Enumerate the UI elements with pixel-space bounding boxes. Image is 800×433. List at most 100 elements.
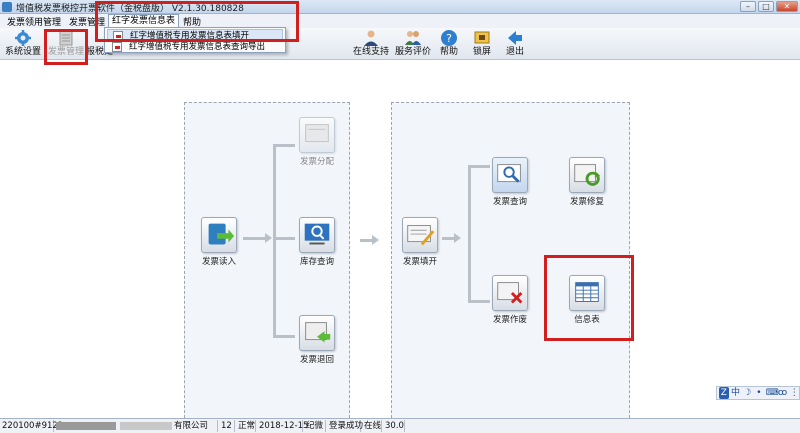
invoice-repair-icon bbox=[569, 157, 605, 193]
close-button[interactable]: ✕ bbox=[776, 1, 798, 12]
maximize-button[interactable]: □ bbox=[758, 1, 774, 12]
invoice-manage-button[interactable]: 发票管理 bbox=[47, 29, 85, 59]
node-inventory-query-label: 库存查询 bbox=[299, 257, 334, 267]
connector bbox=[273, 335, 295, 338]
help-icon: ? bbox=[441, 30, 457, 46]
help-label: 帮助 bbox=[439, 47, 458, 57]
invoice-void-icon bbox=[492, 275, 528, 311]
ime-mode-chinese[interactable]: 中 bbox=[731, 388, 741, 398]
dropdown-item-query-label: 红字增值税专用发票信息表查询导出 bbox=[129, 42, 266, 52]
connector bbox=[273, 237, 295, 240]
invoice-return-icon bbox=[299, 315, 335, 351]
ime-punct-icon[interactable]: • bbox=[756, 388, 762, 398]
invoice-fill-icon bbox=[402, 217, 438, 253]
ime-toolbar: Z 中 ☽ • ⌨ ꝏ ⋮ bbox=[716, 386, 800, 400]
node-inventory-query[interactable]: 库存查询 bbox=[293, 217, 341, 267]
node-invoice-query[interactable]: 发票查询 bbox=[486, 157, 534, 207]
service-rating-button[interactable]: 服务评价 bbox=[394, 29, 432, 59]
status-redacted bbox=[120, 422, 172, 430]
service-rating-label: 服务评价 bbox=[394, 47, 431, 57]
node-invoice-distribute-label: 发票分配 bbox=[299, 157, 334, 167]
status-tax-code: 220100#9122 bbox=[2, 420, 64, 432]
node-invoice-fill-label: 发票填开 bbox=[402, 257, 437, 267]
node-invoice-read[interactable]: 发票读入 bbox=[195, 217, 243, 267]
status-company-name: 有限公司 bbox=[172, 420, 218, 432]
app-logo-icon bbox=[2, 2, 12, 12]
online-support-label: 在线支持 bbox=[352, 47, 389, 57]
title-bar: 增值税发票税控开票软件（金税盘版） V2.1.30.180828 – □ ✕ bbox=[0, 0, 800, 14]
ime-logo-icon[interactable]: Z bbox=[719, 387, 729, 399]
connector bbox=[360, 239, 374, 242]
status-state: 正常 bbox=[238, 420, 256, 432]
exit-button[interactable]: 退出 bbox=[504, 29, 526, 59]
help-button[interactable]: ? 帮助 bbox=[438, 29, 460, 59]
people-rating-icon bbox=[405, 31, 421, 45]
ime-keyboard-icon[interactable]: ⌨ bbox=[765, 388, 779, 398]
connector bbox=[468, 165, 471, 303]
dropdown-item-fill-label: 红字增值税专用发票信息表填开 bbox=[130, 31, 250, 41]
connector bbox=[273, 144, 276, 338]
status-bar: 220100#9122 有限公司 12 正常 2018-12-15 纪微 登录成… bbox=[0, 418, 800, 433]
lock-screen-button[interactable]: 锁屏 bbox=[471, 29, 493, 59]
status-online: 在线 bbox=[364, 420, 382, 432]
connector-arrow bbox=[372, 235, 379, 245]
node-invoice-distribute[interactable]: 发票分配 bbox=[293, 117, 341, 167]
form-icon bbox=[112, 42, 122, 52]
status-user: 纪微 bbox=[304, 420, 326, 432]
node-invoice-return[interactable]: 发票退回 bbox=[293, 315, 341, 365]
connector bbox=[442, 237, 456, 240]
status-login: 登录成功 bbox=[329, 420, 364, 432]
online-support-button[interactable]: 在线支持 bbox=[352, 29, 390, 59]
connector bbox=[468, 165, 490, 168]
window-title: 增值税发票税控开票软件（金税盘版） V2.1.30.180828 bbox=[16, 4, 244, 14]
red-invoice-dropdown: 红字增值税专用发票信息表填开 红字增值税专用发票信息表查询导出 bbox=[104, 27, 286, 53]
lock-icon bbox=[474, 31, 490, 44]
exit-arrow-icon bbox=[508, 31, 522, 45]
menu-bar: 发票领用管理 发票管理 红字发票信息表 帮助 bbox=[0, 14, 800, 28]
gear-icon bbox=[15, 30, 31, 46]
node-invoice-repair[interactable]: 发票修复 bbox=[563, 157, 611, 207]
menu-help[interactable]: 帮助 bbox=[183, 18, 202, 28]
menu-red-invoice-info[interactable]: 红字发票信息表 bbox=[108, 14, 180, 28]
panel-invoice-issue: 发票填开 发票查询 发票作废 发票修复 bbox=[391, 102, 630, 428]
ime-menu-icon[interactable]: ⋮ bbox=[789, 388, 799, 398]
node-invoice-repair-label: 发票修复 bbox=[569, 197, 604, 207]
lock-screen-label: 锁屏 bbox=[472, 47, 491, 57]
invoice-distribute-icon bbox=[299, 117, 335, 153]
svg-text:?: ? bbox=[446, 32, 452, 45]
connector-arrow bbox=[454, 233, 461, 243]
menu-invoice-manage[interactable]: 发票管理 bbox=[69, 18, 106, 28]
invoice-search-icon bbox=[492, 157, 528, 193]
support-person-icon bbox=[364, 30, 378, 46]
system-settings-button[interactable]: 系统设置 bbox=[4, 29, 42, 59]
tax-report-button[interactable]: 报税处 bbox=[86, 29, 114, 59]
node-invoice-return-label: 发票退回 bbox=[299, 355, 334, 365]
connector-arrow bbox=[265, 233, 272, 243]
connector bbox=[273, 144, 295, 147]
status-date: 2018-12-15 bbox=[259, 420, 309, 432]
system-settings-label: 系统设置 bbox=[4, 47, 41, 57]
node-invoice-query-label: 发票查询 bbox=[492, 197, 527, 207]
window-controls: – □ ✕ bbox=[740, 1, 798, 12]
node-invoice-void[interactable]: 发票作废 bbox=[486, 275, 534, 325]
node-info-table[interactable]: 信息表 bbox=[563, 275, 611, 325]
status-number: 12 bbox=[219, 420, 235, 432]
table-grid-icon bbox=[569, 275, 605, 311]
panel-invoice-stock: 发票读入 发票分配 库存查询 发票退回 bbox=[184, 102, 350, 428]
minimize-button[interactable]: – bbox=[740, 1, 756, 12]
ime-skin-icon[interactable]: ꝏ bbox=[777, 388, 788, 398]
node-invoice-fill[interactable]: 发票填开 bbox=[396, 217, 444, 267]
exit-label: 退出 bbox=[505, 47, 524, 57]
menu-invoice-receive[interactable]: 发票领用管理 bbox=[7, 18, 62, 28]
status-redacted bbox=[56, 422, 116, 430]
usb-download-icon bbox=[201, 217, 237, 253]
tax-report-label: 报税处 bbox=[86, 47, 114, 57]
connector bbox=[243, 237, 269, 240]
ime-halfwidth-icon[interactable]: ☽ bbox=[743, 388, 752, 398]
dropdown-item-query-export[interactable]: 红字增值税专用发票信息表查询导出 bbox=[107, 41, 283, 53]
node-info-table-label: 信息表 bbox=[574, 315, 600, 325]
dropdown-item-fill[interactable]: 红字增值税专用发票信息表填开 bbox=[107, 29, 283, 41]
document-icon bbox=[59, 30, 73, 46]
form-icon bbox=[113, 31, 123, 41]
